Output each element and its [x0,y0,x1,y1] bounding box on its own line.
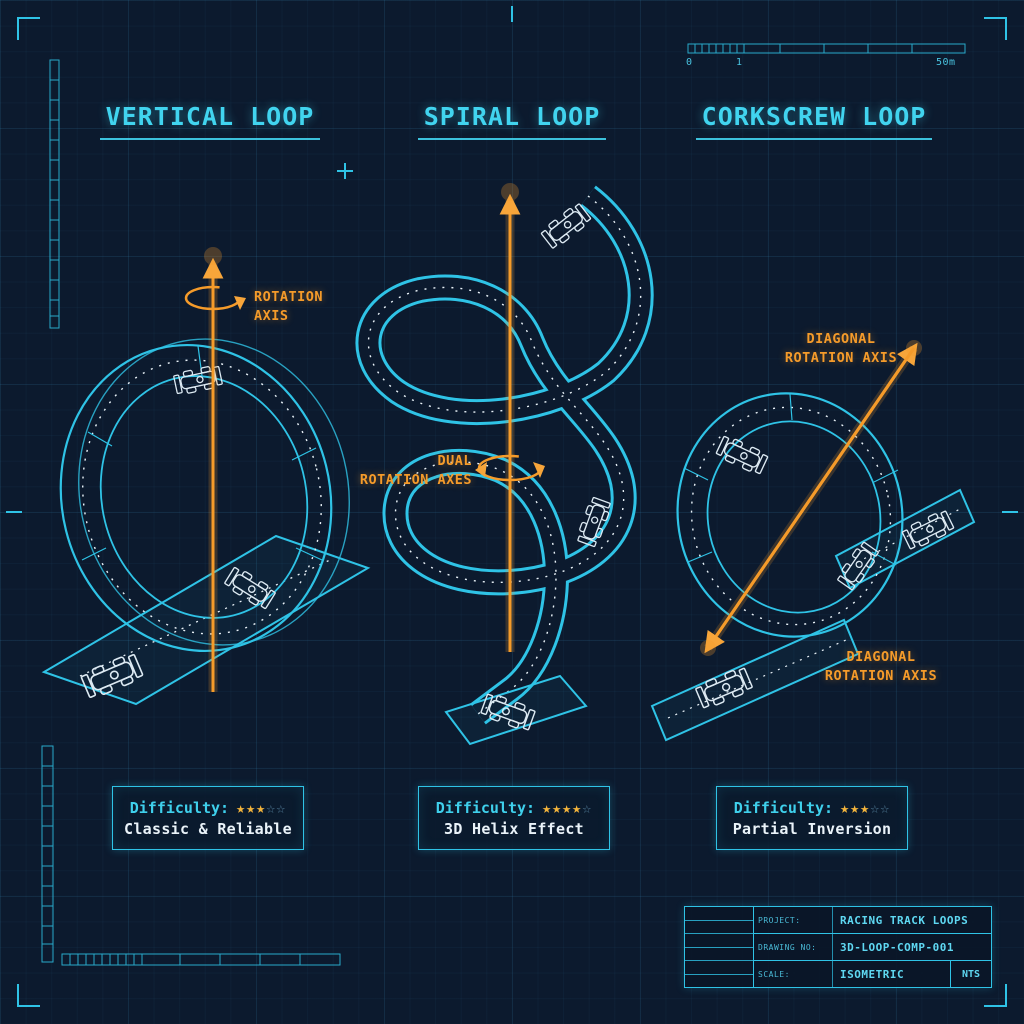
stars-filled: ★★★ [236,798,267,817]
difficulty-label: Difficulty: [733,798,834,817]
panel-title-text: SPIRAL LOOP [417,102,607,140]
project-value: RACING TRACK LOOPS [840,913,969,927]
vertical-loop-drawing [41,247,371,706]
scale-bar-end: 50m [936,57,956,68]
difficulty-rating: Difficulty: ★★★☆☆ [130,799,287,817]
title-block-row-drawing: DRAWING NO: 3D-LOOP-COMP-001 [754,934,991,961]
race-car-icon [714,433,770,477]
scale-label: SCALE: [754,961,833,987]
rotation-axis-arrow [184,247,246,692]
stars-empty: ☆☆ [266,798,287,817]
project-label: PROJECT: [754,907,833,933]
panel-title-vertical-loop: VERTICAL LOOP [60,102,360,140]
difficulty-box-vertical-loop: Difficulty: ★★★☆☆ Classic & Reliable [112,786,304,850]
difficulty-description: Partial Inversion [732,819,892,838]
difficulty-description: Classic & Reliable [124,819,292,838]
panel-title-text: CORKSCREW LOOP [695,102,933,140]
panel-title-corkscrew-loop: CORKSCREW LOOP [664,102,964,140]
rotation-axis-label: ROTATION AXIS [254,289,324,324]
stars-filled: ★★★ [840,798,871,817]
stars-empty: ☆ [582,798,593,817]
corkscrew-loop-drawing [650,340,976,742]
race-car-icon [539,201,593,251]
revision-strip [685,907,754,987]
scale-bar-one: 1 [736,57,743,68]
difficulty-box-spiral-loop: Difficulty: ★★★★☆ 3D Helix Effect [418,786,610,850]
diagonal-rotation-axis-label-top: DIAGONAL ROTATION AXIS [784,331,898,366]
difficulty-rating: Difficulty: ★★★☆☆ [734,799,891,817]
edge-rulers [41,43,966,966]
scale-value: ISOMETRIC [840,967,905,981]
difficulty-label: Difficulty: [435,798,536,817]
spiral-loop-drawing [355,183,654,746]
panel-title-spiral-loop: SPIRAL LOOP [362,102,662,140]
title-block: PROJECT: RACING TRACK LOOPS DRAWING NO: … [684,906,992,988]
difficulty-rating: Difficulty: ★★★★☆ [436,799,593,817]
difficulty-label: Difficulty: [129,798,230,817]
title-block-row-project: PROJECT: RACING TRACK LOOPS [754,907,991,934]
frame-corner-marks [6,6,1018,1007]
dual-rotation-axis-arrow [475,183,545,652]
scale-bar-zero: 0 [686,57,693,68]
title-block-row-scale: SCALE: ISOMETRIC NTS [754,961,991,987]
drawing-no-label: DRAWING NO: [754,934,833,960]
diagonal-rotation-axis-label-bottom: DIAGONAL ROTATION AXIS [824,649,938,684]
nts-cell: NTS [950,961,991,987]
difficulty-box-corkscrew-loop: Difficulty: ★★★☆☆ Partial Inversion [716,786,908,850]
drawing-no-value: 3D-LOOP-COMP-001 [840,940,954,954]
stars-empty: ☆☆ [870,798,891,817]
dual-rotation-axes-label: DUAL ROTATION AXES [359,453,472,488]
panel-title-text: VERTICAL LOOP [99,102,321,140]
diagonal-rotation-axis-arrow [700,340,922,656]
stars-filled: ★★★★ [542,798,583,817]
difficulty-description: 3D Helix Effect [444,819,584,838]
